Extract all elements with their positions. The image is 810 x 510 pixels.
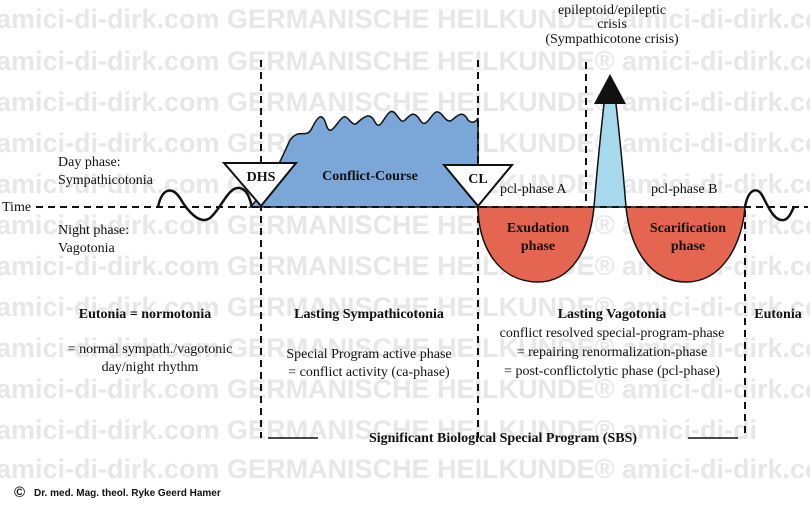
sbs-title: Significant Biological Special Program (… (369, 431, 637, 446)
time-label: Time (2, 200, 31, 215)
day-phase-sublabel: Sympathicotonia (58, 173, 154, 188)
exudation-phase-sublabel: phase (521, 239, 555, 254)
scarification-phase-sublabel: phase (671, 239, 705, 254)
watermark-line: amici-di-dirk.com GERMANISCHE HEILKUNDE®… (0, 46, 810, 76)
lasting-vagotonia-title: Lasting Vagotonia (558, 307, 667, 322)
vagotonia-description-2: = repairing renormalization-phase (517, 345, 708, 360)
night-phase-sublabel: Vagotonia (58, 241, 116, 256)
eutonia-right-title: Eutonia (754, 307, 801, 322)
eutonia-description: = normal sympath./vagotonic (68, 342, 233, 357)
watermark-line: amici-di-dirk.com GERMANISCHE HEILKUNDE®… (0, 333, 810, 363)
lasting-sympathicotonia-title: Lasting Sympathicotonia (294, 307, 444, 322)
normotonia-wave-right (743, 189, 796, 222)
crisis-arrowhead (594, 74, 626, 104)
dhs-label: DHS (247, 170, 276, 185)
copyright-icon: © (14, 484, 25, 501)
watermark-line: amici-di-dirk.com GERMANISCHE HEILKUNDE®… (0, 87, 810, 117)
watermark-line: amici-di-dirk.com GERMANISCHE HEILKUNDE®… (0, 454, 810, 484)
exudation-phase-area (477, 206, 595, 283)
sympathicotonia-description-2: = conflict activity (ca-phase) (288, 365, 450, 380)
night-phase-label: Night phase: (58, 223, 129, 238)
watermark-line: amici-di-dirk.com GERMANISCHE HEILKUNDE®… (0, 374, 810, 404)
crisis-label-line3: (Sympathicotone crisis) (545, 32, 679, 47)
pcl-phase-a-label: pcl-phase A (500, 182, 567, 197)
cl-marker (441, 164, 515, 208)
conflict-course-area (248, 110, 479, 208)
watermark-line: amici-di-dirk.com GERMANISCHE HEILKUNDE®… (0, 4, 810, 34)
crisis-label-line1: epileptoid/epileptic (558, 3, 666, 18)
watermark-line: amici-di-dirk.com GERMANISCHE HEILKUNDE®… (0, 415, 757, 445)
exudation-phase-label: Exudation (507, 221, 569, 236)
scarification-phase-area (625, 206, 746, 283)
conflict-course-label: Conflict-Course (322, 169, 418, 184)
watermark-line: amici-di-dirk.com GERMANISCHE HEILKUNDE®… (0, 292, 810, 322)
pcl-phase-b-label: pcl-phase B (651, 182, 717, 197)
normotonia-wave-left (156, 186, 254, 222)
vagotonia-description: conflict resolved special-program-phase (500, 326, 725, 341)
scarification-phase-label: Scarification (650, 221, 726, 236)
sympathicotonia-description: Special Program active phase (286, 347, 451, 362)
dhs-marker (221, 162, 299, 208)
eutonia-title: Eutonia = normotonia (79, 307, 211, 322)
crisis-label-line2: crisis (597, 17, 627, 32)
eutonia-description-2: day/night rhythm (102, 360, 199, 375)
cl-label: CL (468, 172, 487, 187)
day-phase-label: Day phase: (58, 155, 121, 170)
vagotonia-description-3: = post-conflictolytic phase (pcl-phase) (504, 364, 720, 379)
copyright-text: Dr. med. Mag. theol. Ryke Geerd Hamer (34, 488, 221, 499)
